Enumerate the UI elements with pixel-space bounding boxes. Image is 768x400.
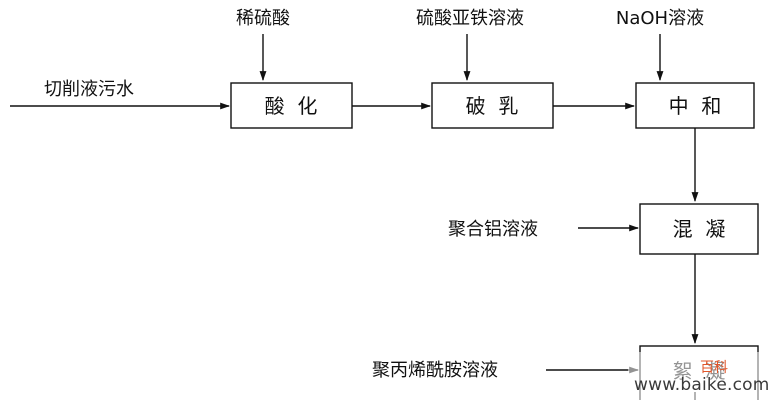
watermark-backdrop (628, 352, 768, 400)
input-naoh: NaOH溶液 (616, 8, 704, 29)
step-demulsify-box (431, 82, 554, 129)
step-neutralize-box (635, 82, 755, 129)
step-demulsify-label: 破 乳 (466, 94, 519, 118)
watermark-brand-cn: 百科 (700, 360, 728, 376)
input-pam: 聚丙烯酰胺溶液 (372, 360, 498, 381)
step-acidify-box (230, 82, 353, 129)
input-ferrous-sulfate: 硫酸亚铁溶液 (416, 8, 524, 29)
step-coagulate-box (639, 203, 759, 255)
input-pac: 聚合铝溶液 (448, 219, 538, 240)
input-sulfuric-acid: 稀硫酸 (236, 8, 290, 29)
step-coagulate-label: 混 凝 (673, 217, 726, 241)
watermark-url: www.baike.com (634, 375, 768, 395)
step-acidify-label: 酸 化 (265, 94, 318, 118)
step-neutralize-label: 中 和 (669, 94, 722, 118)
input-wastewater: 切削液污水 (44, 79, 134, 100)
